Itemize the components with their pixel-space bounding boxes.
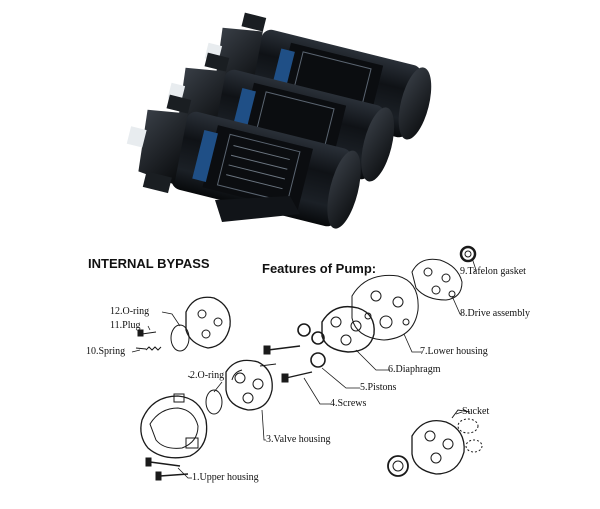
part-plug-spring: [135, 329, 162, 351]
part-long-screws: [145, 457, 189, 481]
callout-upper-housing: 1.Upper housing: [192, 472, 259, 483]
mounting-bracket: [215, 196, 300, 222]
leader-screws: [303, 377, 330, 405]
callout-lower-housing: 7.Lower housing: [420, 346, 488, 357]
leader-spring: [131, 349, 141, 353]
part-sucket-assembly: [387, 409, 483, 477]
leader-upper-housing: [177, 467, 192, 479]
heading-internal-bypass: INTERNAL BYPASS: [88, 256, 210, 271]
part-o-ring-bypass: [170, 324, 190, 352]
part-bypass-housing: [185, 296, 231, 349]
part-drive-assembly: [411, 258, 463, 301]
part-screws: [259, 345, 313, 383]
leader-diaphragm: [355, 349, 390, 371]
leader-valve-housing: [261, 409, 266, 441]
callout-diaphragm: 6.Diaphragm: [388, 364, 441, 375]
leader-o-ring-2b: [213, 381, 223, 393]
callout-valve-housing: 3.Valve housing: [266, 434, 331, 445]
heading-features-of-pump: Features of Pump:: [262, 261, 377, 276]
leader-plug: [147, 325, 151, 331]
callout-screws: 4.Screws: [330, 398, 367, 409]
part-valve-housing: [225, 359, 273, 411]
pump-front: [126, 94, 361, 229]
leader-tafelon-gasket: [471, 257, 477, 273]
leader-pistons: [321, 367, 360, 389]
part-upper-housing: [140, 393, 208, 459]
callout-plug: 11.Plug: [110, 320, 141, 331]
callout-tafelon-gasket: 9.Tafelon gasket: [460, 266, 526, 277]
leader-o-ring-2a: [187, 375, 193, 379]
leader-sucket: [455, 411, 463, 415]
callout-o-ring-2: 2.O-ring: [190, 370, 225, 381]
callout-pistons: 5.Pistons: [360, 382, 397, 393]
part-o-ring-lower: [205, 389, 223, 415]
callout-drive-assembly: 8.Drive assembly: [460, 308, 530, 319]
callout-o-ring-12: 12.O-ring: [110, 306, 150, 317]
callout-sucket: Sucket: [462, 406, 490, 417]
leader-drive-assembly: [451, 295, 462, 315]
leader-lower-housing: [403, 333, 422, 353]
part-diaphragm: [321, 305, 375, 353]
callout-spring: 10.Spring: [86, 346, 126, 357]
part-tafelon-gasket: [459, 245, 477, 263]
leader-lines: [131, 257, 477, 479]
part-pistons: [297, 323, 326, 368]
leader-o-ring-12: [161, 311, 181, 327]
part-lower-housing: [351, 274, 419, 341]
